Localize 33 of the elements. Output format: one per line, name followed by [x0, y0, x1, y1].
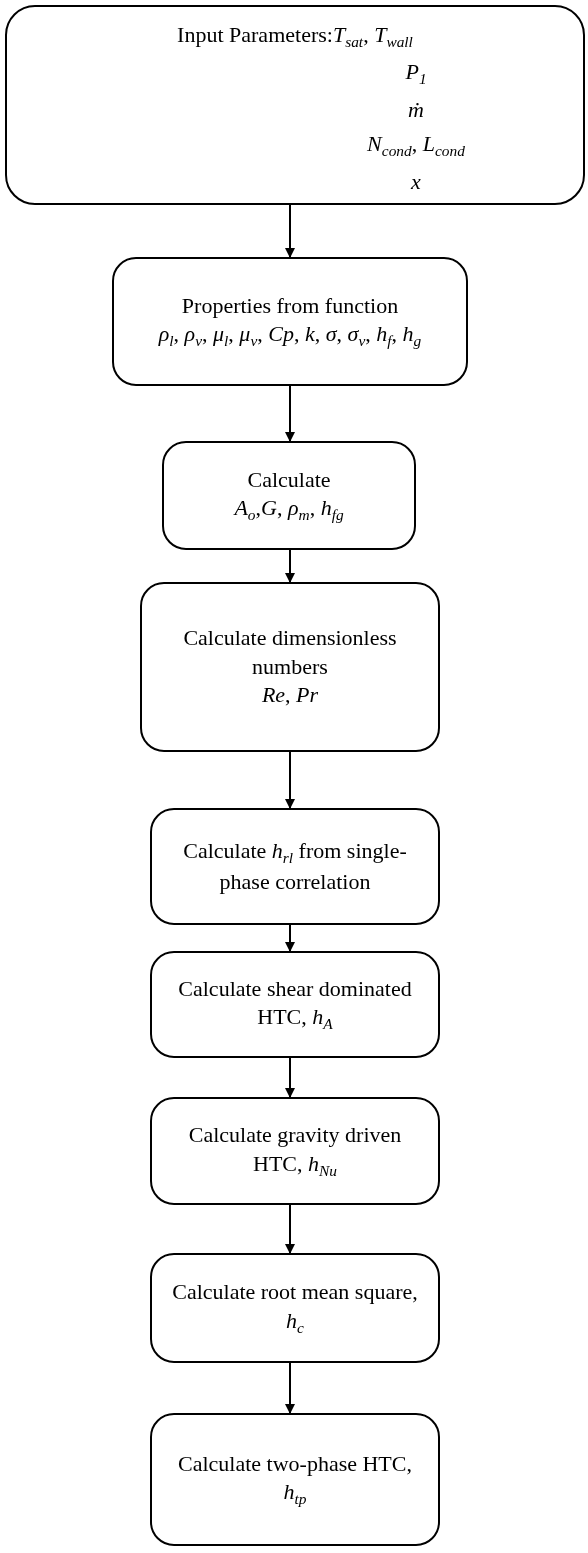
node-text: x — [409, 167, 422, 196]
node-text: Calculate two-phase HTC, h$_{tp}$ — [177, 1449, 413, 1510]
node-text: Calculate h$_{rl}$ from single-phase correlation — [182, 836, 408, 896]
node-text: Calculate shear dominated HTC, h$_{A}$ — [177, 974, 413, 1035]
process-box — [162, 441, 416, 550]
process-box — [150, 951, 440, 1058]
process-box — [140, 582, 440, 752]
process-box — [150, 808, 440, 925]
node-text: A$_{o}$,G, ρ$_{m}$, h$_{fg}$ — [234, 494, 344, 526]
node-text: ṁ — [407, 95, 425, 124]
arrow — [285, 751, 295, 809]
node-text: P$_{1}$ — [404, 58, 428, 90]
input-box — [5, 5, 585, 205]
arrow — [285, 385, 295, 442]
node-text: ρ$_{l}$, ρ$_{v}$, μ$_{l}$, μ$_{v}$, Cp, k, σ, σ$_{v}$, h$_{f}$, h$_{g}$ — [158, 320, 422, 352]
node-text: Calculate gravity driven HTC, h$_{Nu}$ — [187, 1121, 403, 1181]
node-text: Calculate — [247, 465, 331, 494]
arrow — [285, 204, 295, 258]
arrow — [285, 924, 295, 952]
process-box — [112, 257, 468, 386]
node-text: Calculate root mean square, h$_{c}$ — [171, 1278, 419, 1338]
arrow — [285, 549, 295, 583]
node-text: Input Parameters:T$_{sat}$, T$_{wall}$ — [177, 21, 413, 53]
arrow — [285, 1057, 295, 1098]
arrow — [285, 1362, 295, 1414]
process-box — [150, 1097, 440, 1205]
process-box — [150, 1253, 440, 1363]
node-text: Calculate dimensionless numbers — [182, 624, 398, 681]
process-box — [150, 1413, 440, 1546]
node-text: Properties from function — [181, 291, 399, 320]
arrow — [285, 1204, 295, 1254]
node-text: Re, Pr — [261, 681, 319, 710]
node-text: N$_{cond}$, L$_{cond}$ — [366, 130, 466, 162]
